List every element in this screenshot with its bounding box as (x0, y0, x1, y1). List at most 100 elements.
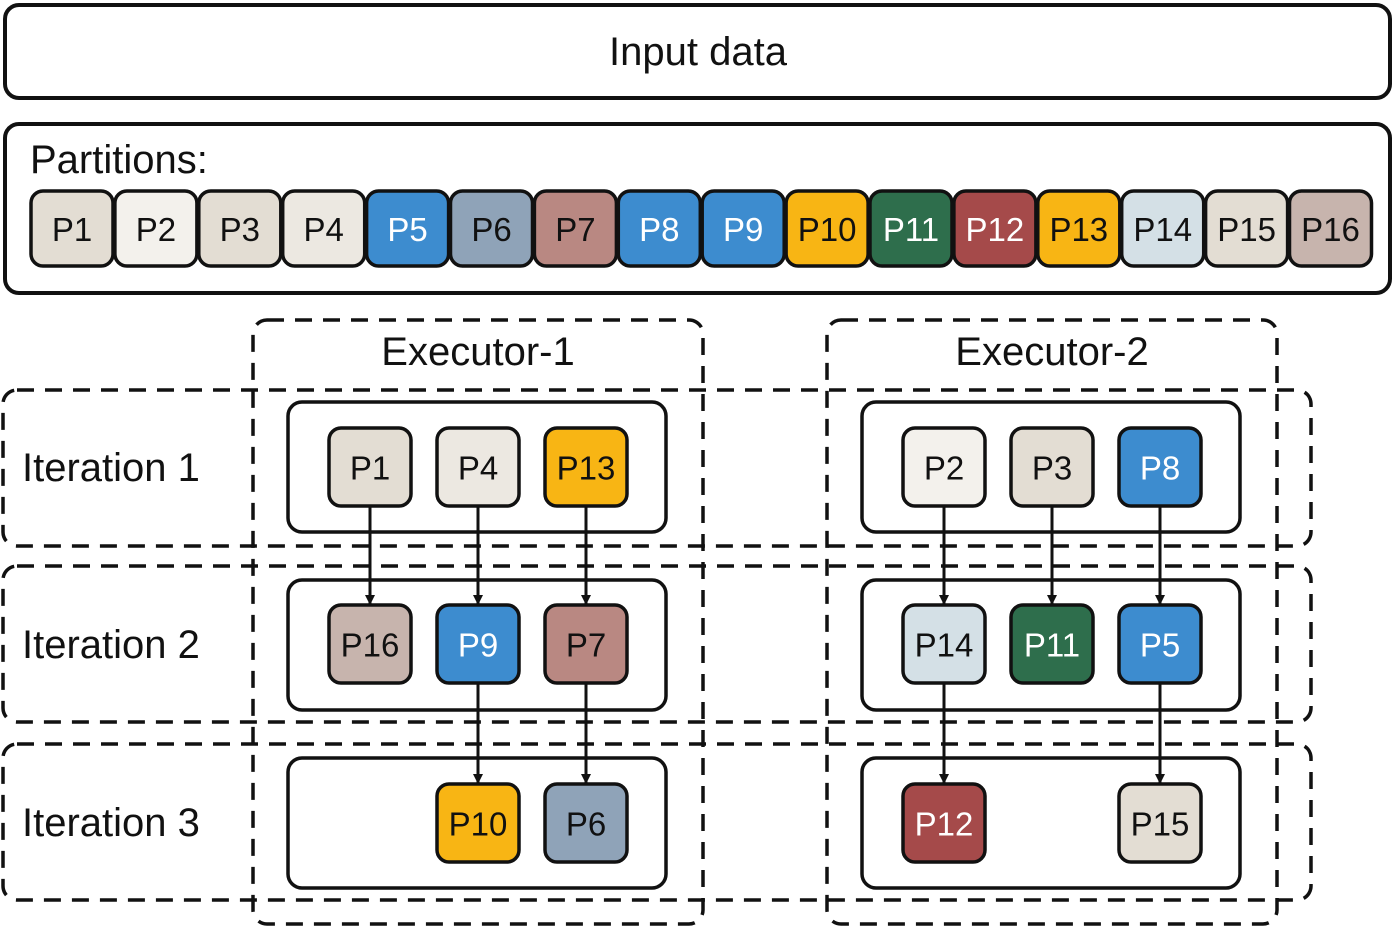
partition-chip-p5: P5 (364, 189, 451, 268)
chip-fill (1117, 603, 1203, 685)
chip-fill (543, 603, 629, 685)
partition-chip-p13: P13 (1036, 189, 1122, 268)
chip-fill (435, 782, 521, 864)
partition-chip-p13: P13 (543, 426, 629, 508)
chip-label: P9 (723, 211, 763, 248)
partition-chip-p3: P3 (1009, 426, 1095, 508)
chip-fill (901, 603, 987, 685)
chip-label: P10 (798, 211, 857, 248)
chip-fill (197, 189, 283, 268)
chip-fill (784, 189, 870, 268)
chip-label: P11 (883, 211, 939, 248)
partition-chip-p7: P7 (543, 603, 629, 685)
partition-chip-p15: P15 (1203, 189, 1290, 268)
executor-2-column (825, 318, 1279, 926)
partition-chip-p16: P16 (327, 603, 413, 685)
chip-fill (435, 603, 521, 685)
chip-label: P16 (1301, 211, 1360, 248)
chip-fill (435, 426, 521, 508)
partition-chip-p7: P7 (532, 189, 619, 268)
partition-chip-p12: P12 (901, 782, 987, 864)
chip-label: P5 (387, 211, 427, 248)
chip-fill (700, 189, 786, 268)
iteration-2-label: Iteration 2 (22, 623, 200, 667)
chip-fill (327, 603, 413, 685)
chip-label: P10 (449, 806, 508, 843)
chip-label: P7 (555, 211, 595, 248)
partition-chip-p14: P14 (1119, 189, 1206, 268)
chip-label: P2 (924, 450, 964, 487)
partition-chip-p14: P14 (901, 603, 987, 685)
chip-label: P14 (1133, 211, 1192, 248)
chip-label: P14 (915, 627, 974, 664)
chip-label: P8 (639, 211, 679, 248)
partition-chip-p6: P6 (448, 189, 535, 268)
partition-chip-p5: P5 (1117, 603, 1203, 685)
chip-fill (616, 189, 703, 268)
partition-chip-p8: P8 (616, 189, 703, 268)
partition-chip-p12: P12 (952, 189, 1038, 268)
partition-chip-p2: P2 (901, 426, 987, 508)
partitions-label: Partitions: (30, 138, 208, 182)
chip-fill (1119, 189, 1206, 268)
chip-fill (327, 426, 413, 508)
chip-label: P3 (1032, 450, 1072, 487)
chip-fill (901, 426, 987, 508)
chip-label: P8 (1140, 450, 1180, 487)
chip-label: P3 (220, 211, 260, 248)
partition-chip-p15: P15 (1117, 782, 1203, 864)
chip-label: P6 (566, 806, 606, 843)
partition-chip-p3: P3 (197, 189, 283, 268)
chip-fill (868, 189, 954, 268)
chip-label: P5 (1140, 627, 1180, 664)
chip-label: P15 (1217, 211, 1276, 248)
task-arrows (365, 506, 1165, 784)
chip-label: P6 (471, 211, 511, 248)
input-data-box (3, 3, 1392, 100)
chip-label: P16 (341, 627, 400, 664)
chip-label: P9 (458, 627, 498, 664)
iteration-1-label: Iteration 1 (22, 446, 200, 490)
chip-fill (1117, 426, 1203, 508)
chip-label: P12 (966, 211, 1025, 248)
chip-fill (280, 189, 367, 268)
chip-fill (29, 189, 115, 268)
iteration-3-label: Iteration 3 (22, 801, 200, 845)
partition-chip-p16: P16 (1287, 189, 1374, 268)
chip-fill (1287, 189, 1374, 268)
partition-chip-p1: P1 (29, 189, 115, 268)
chip-fill (1117, 782, 1203, 864)
chip-fill (1009, 603, 1095, 685)
chip-label: P12 (915, 806, 974, 843)
partition-chip-p4: P4 (435, 426, 521, 508)
partition-chip-p11: P11 (1009, 603, 1095, 685)
executor-1-label: Executor-1 (381, 330, 574, 374)
chip-label: P1 (52, 211, 92, 248)
chip-label: P2 (136, 211, 176, 248)
chip-fill (1009, 426, 1095, 508)
partition-chip-p11: P11 (868, 189, 954, 268)
partition-chip-p10: P10 (784, 189, 870, 268)
chip-fill (1036, 189, 1122, 268)
chip-label: P13 (1049, 211, 1108, 248)
chip-fill (543, 782, 629, 864)
input-data-label: Input data (609, 30, 788, 74)
chip-label: P7 (566, 627, 606, 664)
executor-1-column (251, 318, 705, 926)
chip-label: P1 (350, 450, 390, 487)
chip-fill (448, 189, 535, 268)
chip-fill (113, 189, 199, 268)
chip-label: P4 (458, 450, 498, 487)
partition-chip-p6: P6 (543, 782, 629, 864)
chip-label: P15 (1131, 806, 1190, 843)
chip-fill (901, 782, 987, 864)
chip-fill (1203, 189, 1290, 268)
chip-fill (543, 426, 629, 508)
partition-chip-p8: P8 (1117, 426, 1203, 508)
partition-chip-p10: P10 (435, 782, 521, 864)
chip-label: P11 (1024, 627, 1080, 664)
chip-label: P13 (557, 450, 616, 487)
